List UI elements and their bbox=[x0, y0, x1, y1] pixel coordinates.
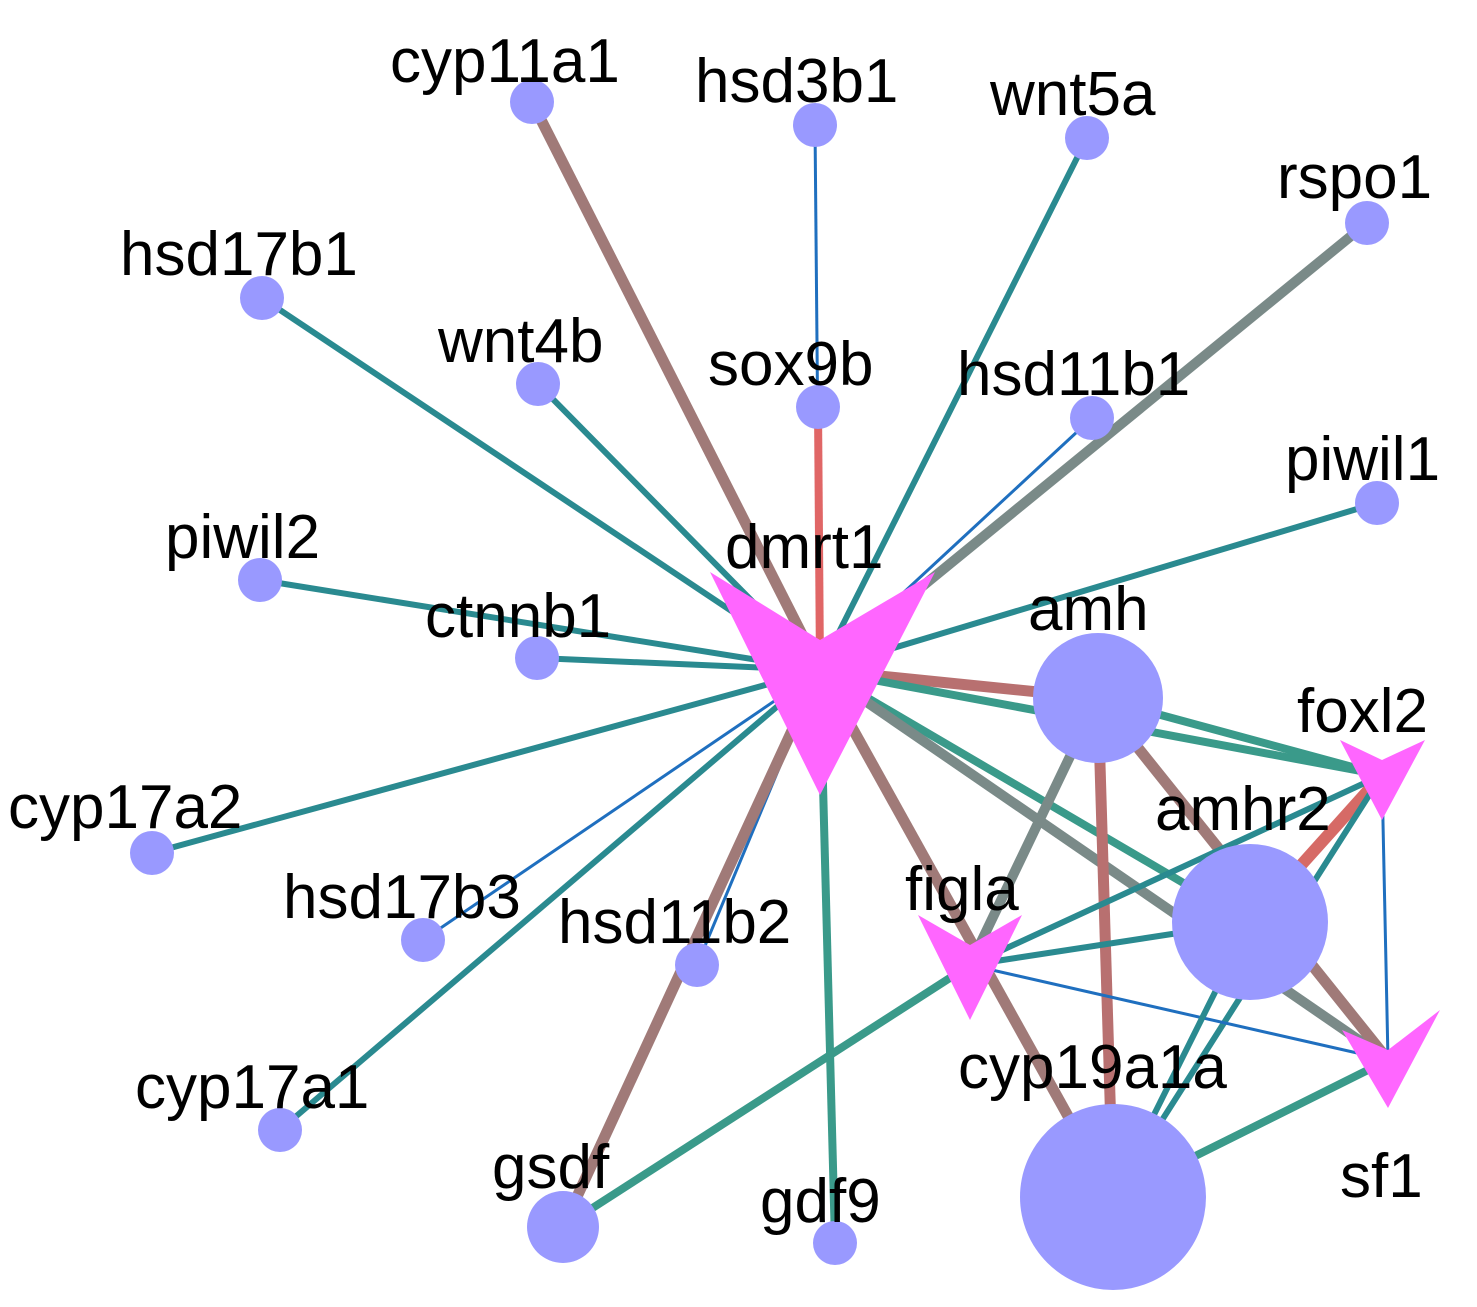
node-dmrt1 bbox=[710, 572, 935, 795]
node-hsd3b1 bbox=[793, 103, 837, 147]
node-label-rspo1: rspo1 bbox=[1277, 143, 1432, 212]
node-label-foxl2: foxl2 bbox=[1297, 677, 1428, 746]
node-figla bbox=[918, 915, 1022, 1020]
node-label-hsd11b2: hsd11b2 bbox=[558, 888, 791, 957]
node-hsd11b1 bbox=[1070, 396, 1114, 440]
node-label-piwil2: piwil2 bbox=[165, 503, 320, 572]
node-label-figla: figla bbox=[905, 855, 1019, 924]
node-label-hsd17b3: hsd17b3 bbox=[283, 863, 521, 932]
node-label-hsd11b1: hsd11b1 bbox=[957, 340, 1190, 409]
node-label-hsd3b1: hsd3b1 bbox=[695, 47, 898, 116]
node-hsd17b3 bbox=[401, 918, 445, 962]
node-sf1 bbox=[1342, 1010, 1440, 1108]
node-gdf9 bbox=[813, 1221, 857, 1265]
node-ctnnb1 bbox=[515, 636, 559, 680]
node-amhr2 bbox=[1172, 844, 1328, 1000]
edge-dmrt1-cyp19a1a bbox=[815, 667, 1118, 1200]
node-label-cyp19a1a: cyp19a1a bbox=[958, 1033, 1227, 1102]
node-label-hsd17b1: hsd17b1 bbox=[120, 220, 358, 289]
node-label-amhr2: amhr2 bbox=[1155, 775, 1331, 844]
edge-dmrt1-hsd17b3 bbox=[422, 668, 821, 942]
node-label-cyp17a2: cyp17a2 bbox=[8, 773, 242, 842]
node-label-gsdf: gsdf bbox=[492, 1133, 610, 1202]
node-rspo1 bbox=[1345, 201, 1389, 245]
edge-dmrt1-piwil2 bbox=[259, 577, 821, 673]
edge-foxl2-figla bbox=[968, 772, 1384, 968]
edge-dmrt1-wnt5a bbox=[817, 136, 1090, 672]
edge-figla-gsdf bbox=[560, 961, 973, 1231]
edge-dmrt1-piwil1 bbox=[819, 500, 1378, 673]
nodes-layer bbox=[130, 80, 1440, 1290]
node-hsd11b2 bbox=[675, 943, 719, 987]
node-hsd17b1 bbox=[240, 276, 284, 320]
node-label-sf1: sf1 bbox=[1340, 1142, 1423, 1211]
node-cyp11a1 bbox=[510, 80, 554, 124]
node-piwil2 bbox=[238, 558, 282, 602]
node-wnt5a bbox=[1065, 116, 1109, 160]
edge-dmrt1-sox9b bbox=[814, 406, 824, 671]
edge-dmrt1-cyp17a2 bbox=[151, 667, 821, 856]
node-label-cyp17a1: cyp17a1 bbox=[135, 1053, 369, 1122]
node-gsdf bbox=[527, 1191, 599, 1263]
edge-dmrt1-cyp17a1 bbox=[278, 667, 822, 1133]
node-label-sox9b: sox9b bbox=[708, 330, 873, 399]
node-label-ctnnb1: ctnnb1 bbox=[425, 582, 611, 651]
node-foxl2 bbox=[1340, 740, 1425, 820]
node-label-gdf9: gdf9 bbox=[760, 1167, 881, 1236]
edge-foxl2-sf1 bbox=[1380, 774, 1390, 1061]
node-amh bbox=[1033, 633, 1163, 763]
edge-figla-sf1 bbox=[969, 963, 1389, 1062]
labels-layer: cyp11a1 hsd3b1 wnt5a rspo1 hsd17b1 wnt4b sox9b… bbox=[8, 27, 1440, 1236]
node-cyp19a1a bbox=[1020, 1104, 1206, 1290]
node-sox9b bbox=[796, 385, 840, 429]
edge-dmrt1-amhr2 bbox=[817, 666, 1253, 926]
node-cyp17a2 bbox=[130, 831, 174, 875]
node-label-piwil1: piwil1 bbox=[1285, 425, 1440, 494]
edge-dmrt1-cyp11a1 bbox=[527, 99, 825, 673]
node-wnt4b bbox=[516, 362, 560, 406]
node-piwil1 bbox=[1355, 481, 1399, 525]
node-cyp17a1 bbox=[258, 1108, 302, 1152]
node-label-wnt5a: wnt5a bbox=[989, 60, 1156, 129]
node-label-amh: amh bbox=[1028, 575, 1149, 644]
node-label-dmrt1: dmrt1 bbox=[725, 513, 883, 582]
node-label-wnt4b: wnt4b bbox=[437, 307, 603, 376]
node-label-cyp11a1: cyp11a1 bbox=[390, 27, 620, 96]
edge-dmrt1-hsd17b1 bbox=[260, 295, 822, 673]
